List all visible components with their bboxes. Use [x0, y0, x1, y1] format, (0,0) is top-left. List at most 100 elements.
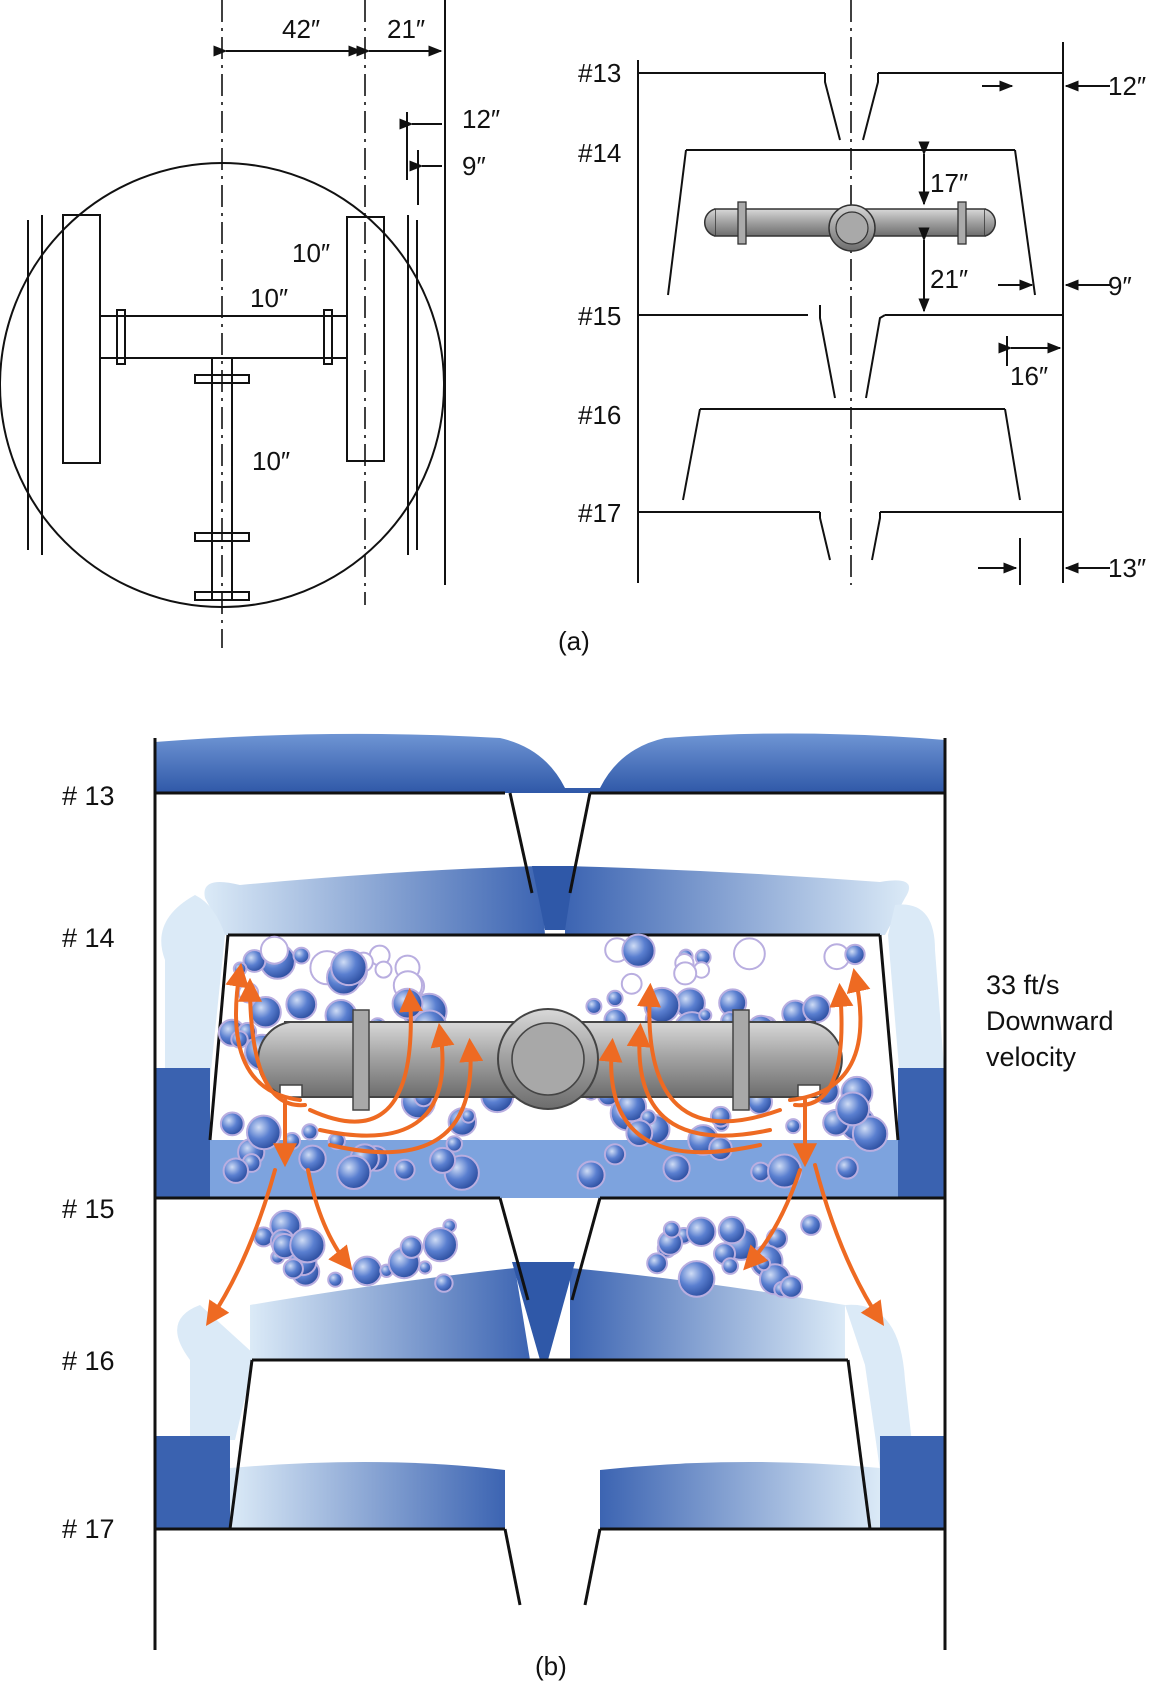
bubble [756, 1256, 772, 1272]
bubble [219, 1111, 245, 1137]
dim-16-label: 16″ [1010, 361, 1048, 391]
side-sparger-pipe [703, 201, 997, 252]
tray-16-spill-right [845, 1304, 915, 1470]
bubble [603, 1143, 627, 1166]
tray-16-pan-right [1004, 408, 1021, 501]
bubble [336, 1154, 372, 1191]
header-flange-right [323, 309, 333, 365]
dim-42-label: 42″ [282, 14, 320, 44]
bubble [289, 1227, 326, 1264]
flow-arrows [206, 962, 884, 1326]
bubble [851, 1115, 889, 1152]
tray-14-spill-left [161, 895, 225, 1080]
right-distributor-box [346, 216, 385, 462]
feed-flange-2 [194, 532, 250, 542]
velocity-note-line-3: velocity [986, 1042, 1077, 1072]
caption-a: (a) [558, 626, 590, 656]
bubble [298, 1144, 327, 1174]
bubble [673, 961, 698, 986]
b-tray-16-side-right [846, 1359, 872, 1530]
tray-14-pan-left [667, 149, 687, 296]
dim-21-side-label: 21″ [930, 264, 968, 294]
tray-16-pan-left [682, 408, 701, 501]
velocity-note-line-1: 33 ft/s [986, 970, 1060, 1000]
tray-14-liquid-right [565, 866, 910, 935]
bubble [677, 1260, 716, 1298]
tray-15-downcomer-left [819, 305, 836, 399]
b-tray-15-dc-left [498, 1197, 530, 1301]
bubble [686, 1216, 717, 1248]
pipe-label-2: 10″ [250, 283, 288, 313]
tray-16-liquid [250, 1268, 530, 1360]
side-tray-label-15: #15 [578, 301, 621, 331]
b-tray-label-17: # 17 [62, 1514, 115, 1544]
flow-illustration: # 13 # 14 # 15 # 16 # 17 33 ft/s Downwar… [62, 733, 1114, 1650]
tray-17-downcomer-left [819, 512, 831, 561]
bubble [606, 989, 624, 1008]
side-tray-label-14: #14 [578, 138, 621, 168]
feed-flange-1 [194, 374, 250, 384]
bubble [282, 1258, 304, 1280]
bubble [576, 1160, 606, 1190]
dim-12-side-label: 12″ [1108, 71, 1146, 101]
bubble [327, 1271, 344, 1288]
velocity-note-line-2: Downward [986, 1006, 1114, 1036]
bubble [445, 1135, 463, 1153]
bubble [374, 960, 393, 979]
tray-14-downcomer-liquid [532, 866, 575, 930]
tray-17-pan-liquid-right [600, 1461, 880, 1529]
bubble [330, 948, 368, 987]
tray-17-pan-liquid [230, 1461, 505, 1529]
bubble [351, 1255, 383, 1287]
bubble [835, 1091, 871, 1127]
bubble [249, 996, 282, 1029]
bubble [698, 1008, 713, 1023]
tray-16-downcomer-liquid [512, 1262, 575, 1360]
feed-flange-3 [194, 591, 250, 601]
dim-9-label: 9″ [462, 151, 486, 181]
tray-15-downcomer-right [865, 314, 886, 399]
bubble [779, 1275, 804, 1299]
tray-14-liquid [204, 866, 545, 935]
header-flange-left [116, 309, 126, 365]
tray-16-spill-left [177, 1305, 255, 1440]
b-tray-label-16: # 16 [62, 1346, 115, 1376]
bubble [292, 946, 311, 965]
bubble [391, 987, 424, 1020]
side-tray-label-16: #16 [578, 400, 621, 430]
bubble [709, 1105, 732, 1128]
b-tray-13-dc-left [508, 792, 534, 894]
pipe-label-3: 10″ [252, 446, 290, 476]
tray-14-pan-right [1014, 149, 1036, 296]
bubble [844, 943, 866, 966]
bubble [662, 1220, 681, 1239]
tray-17-liquid-right [880, 1436, 945, 1529]
vapor-bubbles [217, 933, 889, 1299]
tray-17-downcomer-right [871, 512, 881, 561]
left-distributor-box [62, 214, 101, 464]
tray-13-liquid [155, 733, 945, 793]
dim-12-label: 12″ [462, 104, 500, 134]
bubble [418, 1260, 433, 1275]
bubble [429, 1146, 457, 1174]
bubble [802, 994, 831, 1024]
side-tray-label-13: #13 [578, 58, 621, 88]
bubble [646, 1252, 668, 1275]
bubble [301, 1123, 319, 1141]
tray-15-liquid-left [155, 1068, 210, 1198]
bubble [621, 933, 656, 968]
b-tray-14-side-right [878, 934, 900, 1141]
bubble [721, 1257, 740, 1275]
bubble [800, 1214, 822, 1236]
bubble [460, 1108, 476, 1124]
bubble [245, 1114, 282, 1151]
tray-14-spill-right [888, 904, 945, 1080]
bubble [733, 937, 766, 971]
b-tray-16-side-left [228, 1359, 254, 1530]
bubble [620, 972, 643, 995]
bubble [785, 1118, 802, 1135]
bubble [717, 1215, 747, 1245]
dim-21-label: 21″ [387, 14, 425, 44]
sparger-pipe [257, 1008, 843, 1111]
side-view: #13 #14 #15 #16 #17 12″ 17″ 21″ 9″ 16″ 1… [578, 0, 1146, 585]
